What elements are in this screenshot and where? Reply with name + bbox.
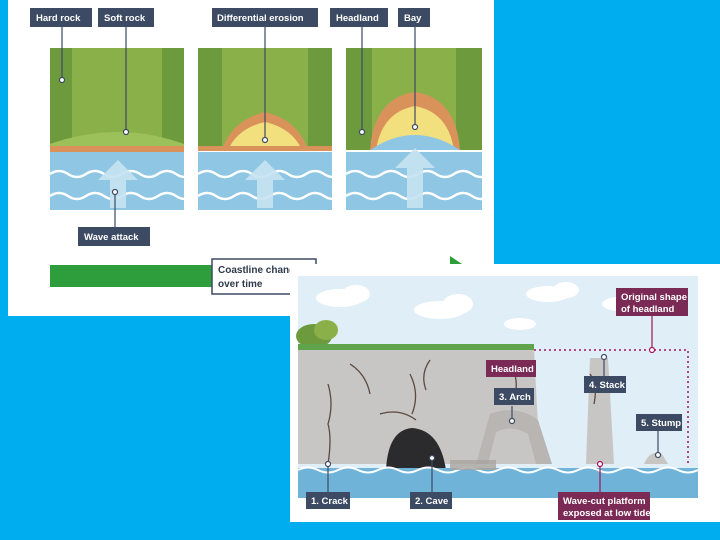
label-soft-rock: Soft rock (98, 8, 154, 27)
headland-cliff (298, 348, 540, 464)
label-stump: 5. Stump (636, 414, 682, 431)
hard-rock-band-right (162, 48, 184, 150)
cave-label: 2. Cave (415, 496, 448, 507)
soft-rock-label: Soft rock (104, 13, 146, 24)
original-shape-outline (534, 349, 689, 464)
headland-bottom-label: Headland (491, 364, 534, 375)
headland-erosion-svg: Original shape of headland Headland 4. S… (296, 276, 699, 520)
wave-arrow-3 (395, 148, 435, 208)
crack-label: 1. Crack (311, 496, 349, 507)
wave-arrow-2 (245, 160, 285, 208)
original-shape-line1: Original shape (621, 292, 687, 303)
cliff-edge-stage-1 (50, 146, 184, 152)
stage-2 (196, 48, 344, 210)
label-cave: 2. Cave (410, 492, 452, 509)
sea-surface (297, 466, 699, 474)
label-headland-bottom: Headland (486, 360, 536, 377)
hard-rock-band (50, 48, 72, 150)
headland-erosion-diagram: Original shape of headland Headland 4. S… (290, 264, 720, 522)
platform-line1: Wave-cut platform (563, 496, 646, 507)
leader-lines-purple (596, 314, 656, 492)
leader-lines (58, 26, 419, 228)
timeline-line2: over time (218, 279, 263, 290)
original-shape-line2: of headland (621, 304, 675, 315)
wave-attack-label: Wave attack (84, 232, 139, 243)
label-headland-top: Headland (330, 8, 388, 27)
label-differential-erosion: Differential erosion (212, 8, 318, 27)
wave-arrow-1 (98, 160, 138, 208)
tree (296, 320, 338, 348)
cliff-grass (298, 344, 534, 350)
wave-cut-platform (450, 460, 496, 470)
timeline-line1: Coastline changes (218, 265, 307, 276)
stage-1 (48, 48, 196, 210)
coastline-erosion-svg: Hard rock Soft rock Differential erosion… (30, 8, 492, 296)
bay-label: Bay (404, 13, 422, 24)
label-bay: Bay (398, 8, 430, 27)
platform-line2: exposed at low tide (563, 508, 651, 519)
arch-rock (476, 410, 552, 464)
label-wave-attack: Wave attack (78, 227, 150, 246)
stump-rock (644, 452, 668, 464)
coastline-erosion-diagram: Hard rock Soft rock Differential erosion… (8, 0, 494, 316)
stack-label: 4. Stack (589, 380, 626, 391)
label-hard-rock: Hard rock (30, 8, 92, 27)
differential-erosion-label: Differential erosion (217, 13, 304, 24)
stump-label: 5. Stump (641, 418, 681, 429)
clouds (316, 282, 638, 330)
arch-label: 3. Arch (499, 392, 531, 403)
label-crack: 1. Crack (306, 492, 350, 509)
label-original-shape: Original shape of headland (616, 288, 688, 316)
hard-rock-label: Hard rock (36, 13, 81, 24)
headland-top-label: Headland (336, 13, 379, 24)
label-platform: Wave-cut platform exposed at low tide (558, 492, 651, 520)
stage-3 (344, 48, 492, 210)
label-stack: 4. Stack (584, 376, 626, 393)
label-arch: 3. Arch (494, 388, 534, 405)
